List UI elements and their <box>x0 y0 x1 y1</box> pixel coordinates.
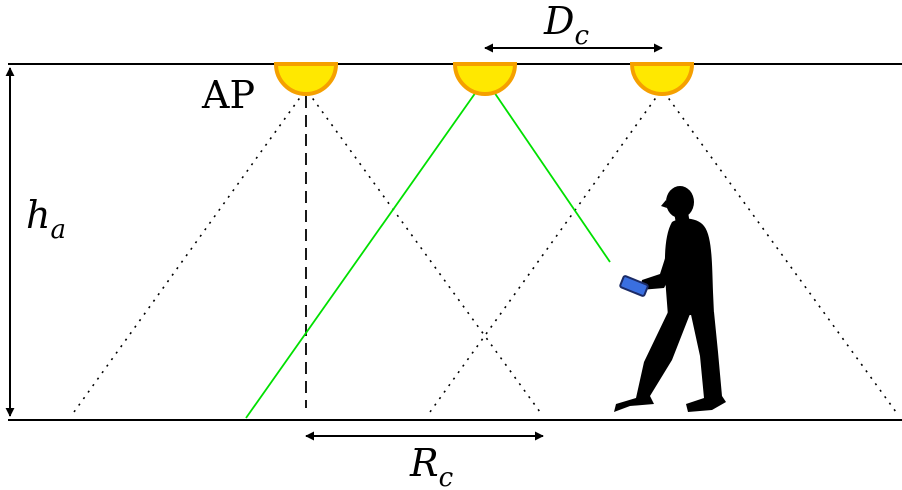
height-label-sub: a <box>50 215 66 245</box>
person-leg-front <box>614 312 690 412</box>
green-beams <box>245 91 611 419</box>
spacing-label-main: D <box>543 0 574 43</box>
height-label-main: h <box>26 193 50 237</box>
ap-lamp-2 <box>452 62 518 96</box>
person-leg-back <box>686 310 726 412</box>
ap-lamp-3 <box>629 62 695 96</box>
cone-ap3-left <box>429 91 661 413</box>
walking-person-silhouette <box>614 186 726 412</box>
person-arm <box>640 232 682 290</box>
height-label: ha <box>26 193 66 245</box>
cone-ap3-right <box>663 91 897 413</box>
radius-label: Rc <box>409 441 454 490</box>
radius-label-main: R <box>409 441 439 485</box>
person-head <box>666 186 694 218</box>
ap-lamp-1 <box>273 62 339 96</box>
spacing-label-sub: c <box>574 21 589 51</box>
spacing-label: Dc <box>543 0 589 51</box>
cone-ap1-right <box>307 91 541 413</box>
radius-label-sub: c <box>439 463 454 490</box>
light-cones <box>73 91 897 413</box>
cone-ap1-left <box>73 91 305 413</box>
beam-right <box>493 91 611 263</box>
ap-label: AP <box>201 73 255 117</box>
handheld-device-icon <box>619 275 649 297</box>
beam-left <box>245 91 477 419</box>
